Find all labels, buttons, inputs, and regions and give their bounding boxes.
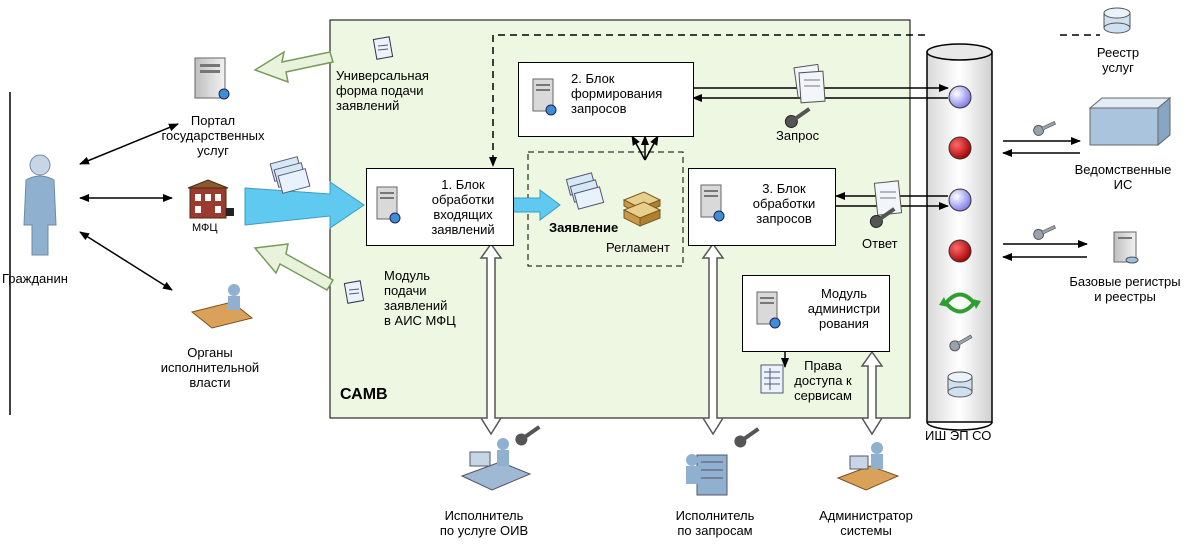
arrow-into-block1 bbox=[244, 181, 365, 229]
mfc-label: МФЦ bbox=[192, 222, 218, 234]
fan-arrow bbox=[644, 135, 659, 161]
key-icon bbox=[949, 334, 973, 352]
vertical-double-arrow bbox=[701, 242, 725, 436]
statement-document-stack-icon bbox=[565, 172, 605, 210]
bus-connector-red-icon bbox=[948, 239, 972, 263]
cube-icon bbox=[1088, 96, 1172, 147]
key-icon bbox=[1033, 225, 1056, 240]
bus-connector-red-icon bbox=[948, 136, 972, 160]
universal-form-label: Универсальная форма подачи заявлений bbox=[336, 68, 429, 113]
block-2-label: 2. Блок формирования запросов bbox=[571, 71, 663, 116]
block-3[interactable]: 3. Блок обработки запросов bbox=[688, 168, 836, 246]
key-icon bbox=[515, 425, 541, 446]
admin-module[interactable]: Модуль администри рования bbox=[742, 275, 890, 352]
mfc-module-label: Модуль подачи заявлений в АИС МФЦ bbox=[384, 268, 456, 328]
answer-document-icon bbox=[873, 180, 903, 216]
base-registers-label: Базовые регистры и реестры bbox=[1069, 274, 1181, 304]
workstation-icon bbox=[190, 284, 254, 329]
person-icon bbox=[23, 154, 57, 256]
main-area-label: САМВ bbox=[340, 386, 388, 403]
server-rack-icon bbox=[686, 454, 728, 496]
block-1-label: 1. Блок обработки входящих заявлений bbox=[431, 177, 495, 237]
document-icon bbox=[372, 36, 394, 60]
key-icon bbox=[1033, 121, 1056, 136]
statement-label: Заявление bbox=[549, 220, 619, 235]
arrow-to-portal bbox=[253, 50, 334, 84]
bus-label: ИШ ЭП СО bbox=[925, 428, 992, 443]
document-stack-icon bbox=[269, 156, 311, 194]
book-stack-icon bbox=[622, 191, 662, 227]
registry-database-icon bbox=[1103, 7, 1131, 34]
workstation-icon bbox=[460, 438, 532, 491]
sync-icon bbox=[939, 292, 981, 314]
server-icon bbox=[532, 78, 557, 116]
arrow-citizen-portal bbox=[79, 123, 179, 165]
authorities-label: Органы исполнительной власти bbox=[160, 345, 260, 390]
server-icon bbox=[376, 186, 401, 224]
building-icon bbox=[187, 179, 234, 219]
block-3-label: 3. Блок обработки запросов bbox=[752, 181, 816, 226]
server-icon bbox=[1113, 231, 1139, 264]
bus-cylinder bbox=[926, 43, 993, 431]
dept-is-label: Ведомственные ИС bbox=[1074, 162, 1172, 192]
registry-label: Реестр услуг bbox=[1096, 45, 1140, 75]
executor-requests-label: Исполнитель по запросам bbox=[675, 508, 755, 538]
dashed-feedback-line bbox=[489, 34, 925, 167]
admin-system-label: Администратор системы bbox=[819, 508, 913, 538]
vertical-double-arrow bbox=[860, 350, 884, 436]
bus-connector-blue-icon bbox=[948, 188, 972, 212]
table-document-icon bbox=[760, 364, 784, 394]
block-1[interactable]: 1. Блок обработки входящих заявлений bbox=[366, 168, 514, 246]
workstation-icon bbox=[836, 442, 900, 491]
access-rights-label: Права доступа к сервисам bbox=[794, 358, 852, 403]
fan-arrow bbox=[631, 135, 646, 161]
answer-label: Ответ bbox=[862, 236, 898, 251]
key-icon bbox=[869, 207, 896, 228]
arrow-citizen-authorities bbox=[79, 231, 173, 291]
key-icon bbox=[784, 107, 811, 128]
key-icon bbox=[734, 427, 760, 448]
server-icon bbox=[756, 291, 781, 329]
vertical-double-arrow bbox=[479, 242, 503, 436]
request-document-icon bbox=[793, 63, 826, 104]
arrow-to-mfc bbox=[253, 243, 335, 292]
block-2[interactable]: 2. Блок формирования запросов bbox=[518, 62, 694, 137]
request-label: Запрос bbox=[776, 128, 820, 143]
citizen-label: Гражданин bbox=[2, 271, 68, 286]
executor-oiv-label: Исполнитель по услуге ОИВ bbox=[439, 508, 529, 538]
document-icon bbox=[343, 280, 365, 304]
database-icon bbox=[947, 371, 973, 398]
bus-connector-blue-icon bbox=[948, 85, 972, 109]
server-icon bbox=[700, 184, 725, 222]
reglament-label: Регламент bbox=[606, 240, 670, 255]
portal-label: Портал государственных услуг bbox=[161, 113, 265, 158]
admin-module-label: Модуль администри рования bbox=[807, 286, 881, 331]
server-icon bbox=[194, 57, 230, 100]
